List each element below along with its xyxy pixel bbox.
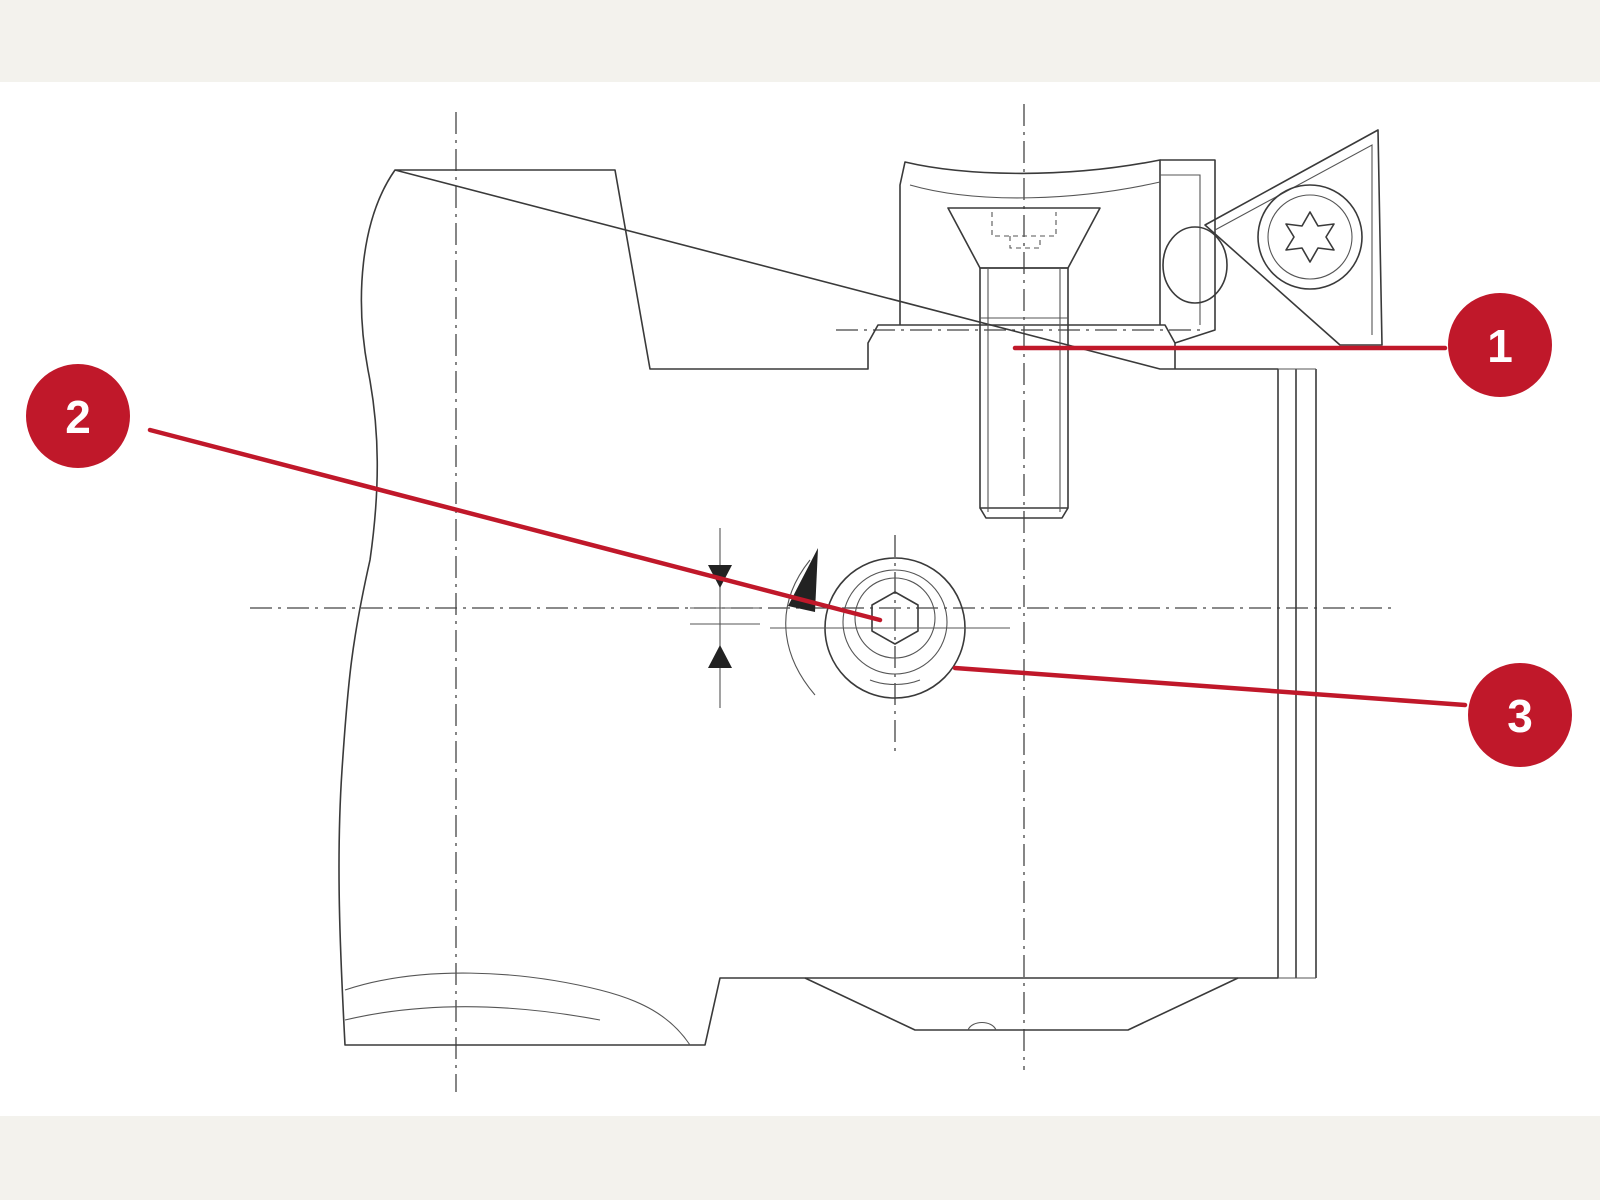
callout-3-label: 3 [1507, 690, 1533, 742]
callout-leaders [147, 345, 1468, 708]
callout-2: 2 [26, 364, 130, 468]
callout-1-label: 1 [1487, 320, 1513, 372]
torx-icon [1285, 211, 1335, 263]
leader-2 [147, 427, 883, 623]
center-lines [250, 104, 1395, 1092]
callout-2-label: 2 [65, 391, 91, 443]
callout-2-badge [26, 364, 130, 468]
clamp-screw [947, 207, 1101, 519]
callout-3: 3 [1468, 663, 1572, 767]
cutting-insert [1162, 129, 1383, 346]
callout-1-badge [1448, 293, 1552, 397]
insert-seat [867, 159, 1216, 369]
tool-holder-body [338, 169, 1317, 1046]
callout-3-badge [1468, 663, 1572, 767]
leader-3 [952, 665, 1468, 708]
callout-1: 1 [1448, 293, 1552, 397]
